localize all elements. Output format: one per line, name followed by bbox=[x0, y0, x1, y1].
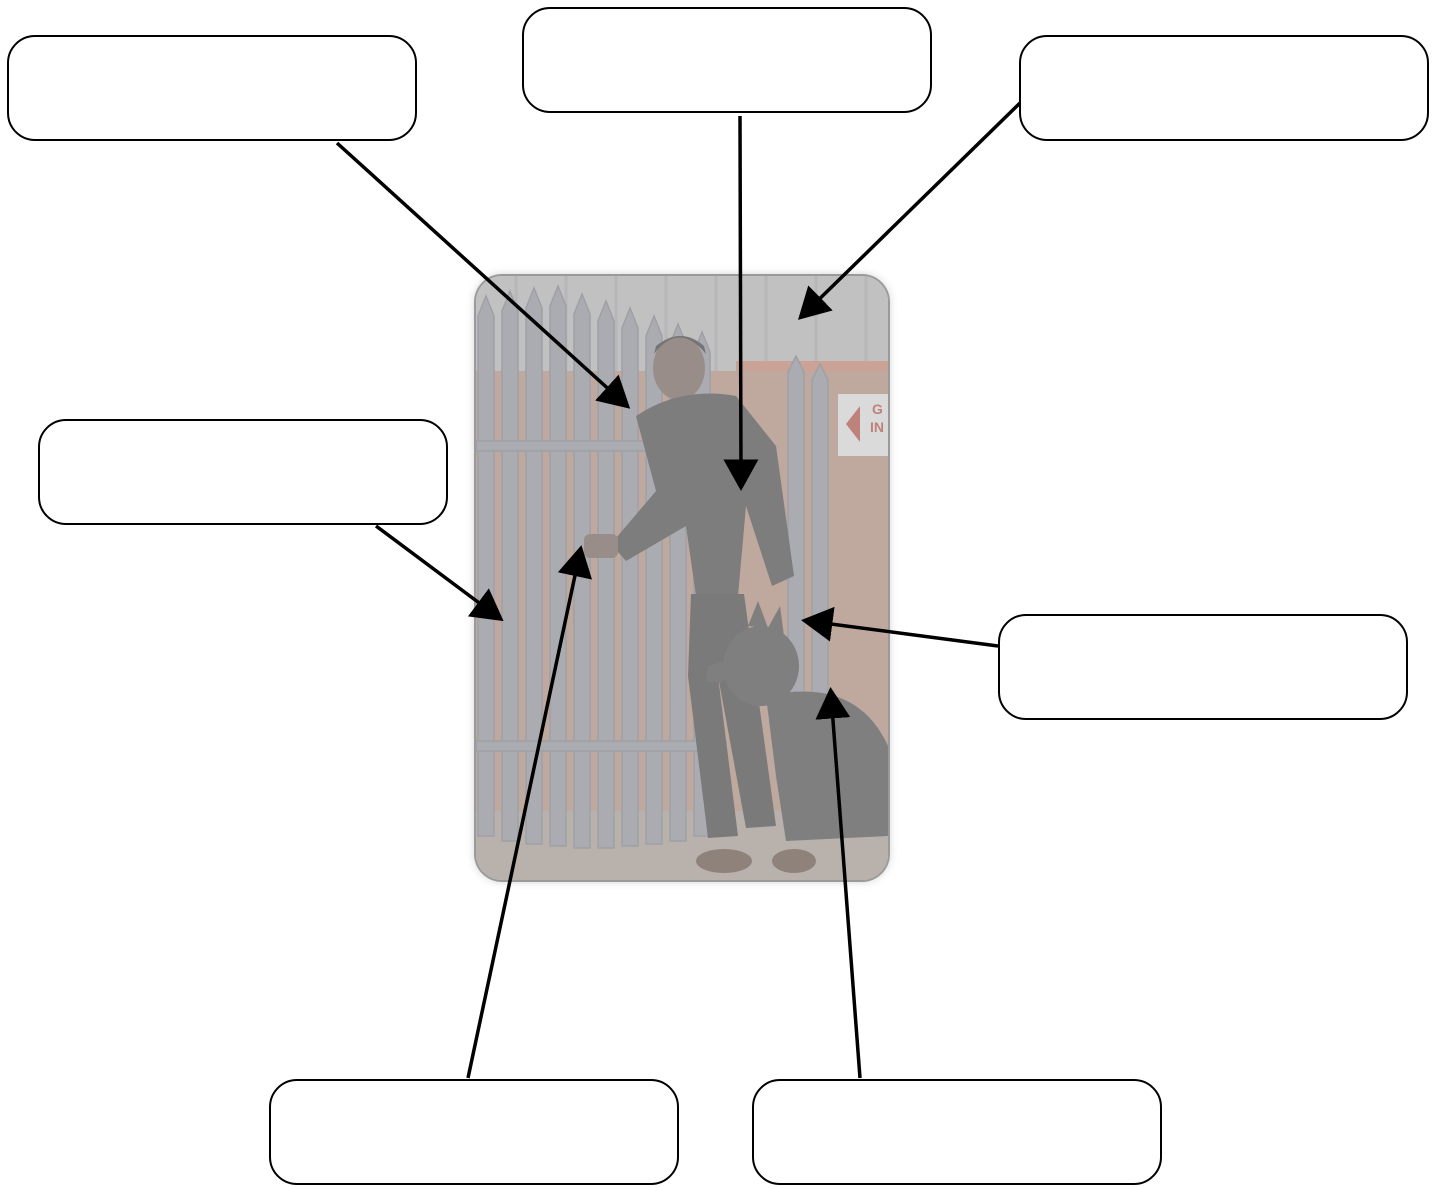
photo-wash bbox=[476, 276, 888, 880]
label-box-top-center[interactable] bbox=[522, 7, 932, 113]
label-box-top-left[interactable] bbox=[7, 35, 417, 141]
guard-photo: G IN bbox=[476, 276, 888, 880]
label-box-bottom-center[interactable] bbox=[752, 1079, 1162, 1185]
label-box-middle-right[interactable] bbox=[998, 614, 1408, 720]
guard-photo-illustration: G IN bbox=[476, 276, 888, 880]
label-box-bottom-left[interactable] bbox=[269, 1079, 679, 1185]
label-box-middle-left[interactable] bbox=[38, 419, 448, 525]
label-box-top-right[interactable] bbox=[1019, 35, 1429, 141]
